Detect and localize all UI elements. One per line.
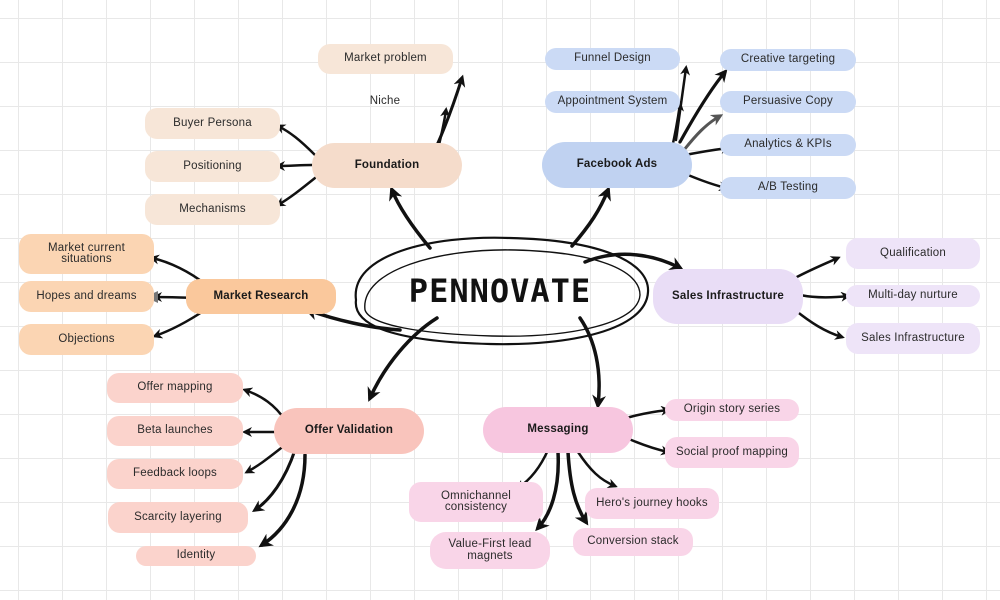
arrow-messaging-value	[535, 450, 560, 532]
hub-market-research[interactable]: Market Research	[186, 279, 336, 314]
arrow-messaging-conversion	[566, 450, 589, 526]
arrow-foundation-mechanisms	[275, 176, 317, 207]
arrow-center-foundation	[389, 186, 432, 250]
node-qualification[interactable]: Qualification	[846, 238, 980, 269]
node-market-problem[interactable]: Market problem	[318, 44, 453, 74]
node-multi-day-nurture[interactable]: Multi-day nurture	[846, 285, 980, 307]
hub-foundation[interactable]: Foundation	[312, 143, 462, 188]
node-conversion-stack[interactable]: Conversion stack	[573, 528, 693, 556]
arrow-sales-nurture	[798, 291, 851, 302]
hub-offer-validation[interactable]: Offer Validation	[274, 408, 424, 454]
hub-messaging[interactable]: Messaging	[483, 407, 633, 453]
node-offer-mapping[interactable]: Offer mapping	[107, 373, 243, 403]
arrow-offer-feedback	[244, 443, 287, 474]
hub-facebook-ads[interactable]: Facebook Ads	[542, 142, 692, 188]
node-market-current-situations[interactable]: Market current situations	[19, 234, 154, 274]
node-ab-testing[interactable]: A/B Testing	[720, 177, 856, 199]
arrow-sales-infra	[793, 308, 845, 340]
node-objections[interactable]: Objections	[19, 324, 154, 355]
arrow-foundation-positioning	[275, 160, 314, 171]
node-hopes-and-dreams[interactable]: Hopes and dreams	[19, 281, 154, 312]
node-beta-launches[interactable]: Beta launches	[107, 416, 243, 446]
arrow-messaging-hero	[576, 450, 618, 489]
node-analytics-kpis[interactable]: Analytics & KPIs	[720, 134, 856, 156]
node-heros-journey-hooks[interactable]: Hero's journey hooks	[585, 488, 719, 519]
center-ellipse	[354, 236, 650, 346]
arrow-sales-qualification	[793, 256, 841, 280]
hub-sales-infrastructure[interactable]: Sales Infrastructure	[653, 269, 803, 324]
node-funnel-design[interactable]: Funnel Design	[545, 48, 680, 70]
node-sales-infrastructure-leaf[interactable]: Sales Infrastructure	[846, 323, 980, 354]
node-origin-story-series[interactable]: Origin story series	[665, 399, 799, 421]
node-mechanisms[interactable]: Mechanisms	[145, 194, 280, 225]
arrow-foundation-buyer	[275, 124, 317, 157]
node-creative-targeting[interactable]: Creative targeting	[720, 49, 856, 71]
node-positioning[interactable]: Positioning	[145, 151, 280, 182]
node-niche[interactable]: Niche	[369, 95, 401, 108]
arrow-facebook-creative	[678, 69, 728, 144]
arrow-center-messaging	[578, 316, 607, 410]
node-appointment-system[interactable]: Appointment System	[545, 91, 680, 113]
node-identity[interactable]: Identity	[136, 546, 256, 566]
node-value-first-lead-magnets[interactable]: Value-First lead magnets	[430, 532, 550, 569]
arrow-offer-scarcity	[252, 448, 297, 512]
arrow-center-sales	[583, 252, 684, 270]
node-feedback-loops[interactable]: Feedback loops	[107, 459, 243, 489]
arrow-center-offer	[367, 316, 439, 402]
arrow-offer-identity	[258, 453, 307, 548]
arrow-facebook-persuasive	[682, 114, 724, 152]
node-omnichannel-consistency[interactable]: Omnichannel consistency	[409, 482, 543, 522]
node-scarcity-layering[interactable]: Scarcity layering	[108, 502, 248, 533]
center-title: PENNOVATE	[408, 272, 592, 310]
node-persuasive-copy[interactable]: Persuasive Copy	[720, 91, 856, 113]
node-buyer-persona[interactable]: Buyer Persona	[145, 108, 280, 139]
arrow-center-facebook	[570, 186, 611, 248]
center-ellipse-loop	[364, 249, 641, 337]
node-social-proof-mapping[interactable]: Social proof mapping	[665, 437, 799, 468]
